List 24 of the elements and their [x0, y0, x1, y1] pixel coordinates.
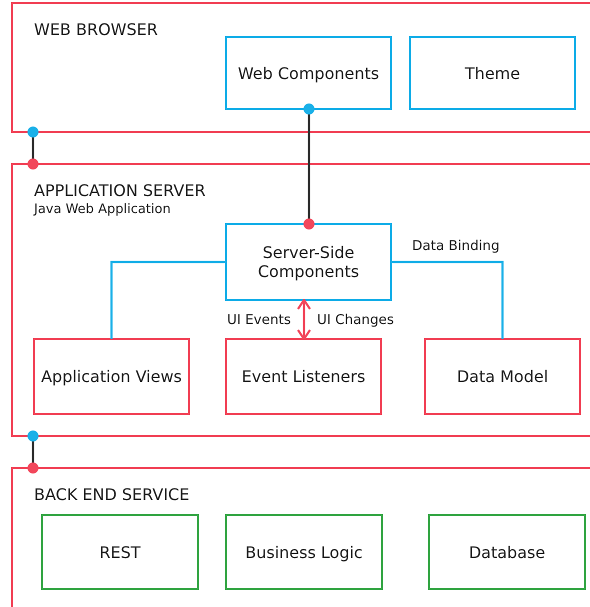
component-box: Business Logic [225, 514, 383, 590]
component-box: REST [41, 514, 199, 590]
layer-container [11, 163, 590, 437]
layer-title: BACK END SERVICE [34, 485, 190, 504]
component-box: Theme [409, 36, 576, 110]
annotation-text: UI Changes [316, 312, 395, 328]
connector-line [28, 430, 38, 474]
component-box: Server-Side Components [225, 223, 392, 301]
layer-title: WEB BROWSER [34, 20, 158, 39]
edge-label: Data Binding [411, 238, 501, 254]
connector-line [304, 104, 314, 230]
layer-title: APPLICATION SERVER [34, 181, 206, 200]
component-box: Application Views [33, 338, 190, 415]
component-box: Data Model [424, 338, 581, 415]
connector-line [392, 260, 504, 339]
connector-line [28, 126, 38, 170]
component-box: Event Listeners [225, 338, 382, 415]
arrow [296, 298, 312, 340]
component-box: Web Components [225, 36, 392, 110]
layer-subtitle: Java Web Application [34, 202, 171, 217]
layer-container [11, 2, 590, 133]
layer-container [11, 467, 590, 607]
connector-line [110, 260, 225, 339]
component-box: Database [428, 514, 586, 590]
